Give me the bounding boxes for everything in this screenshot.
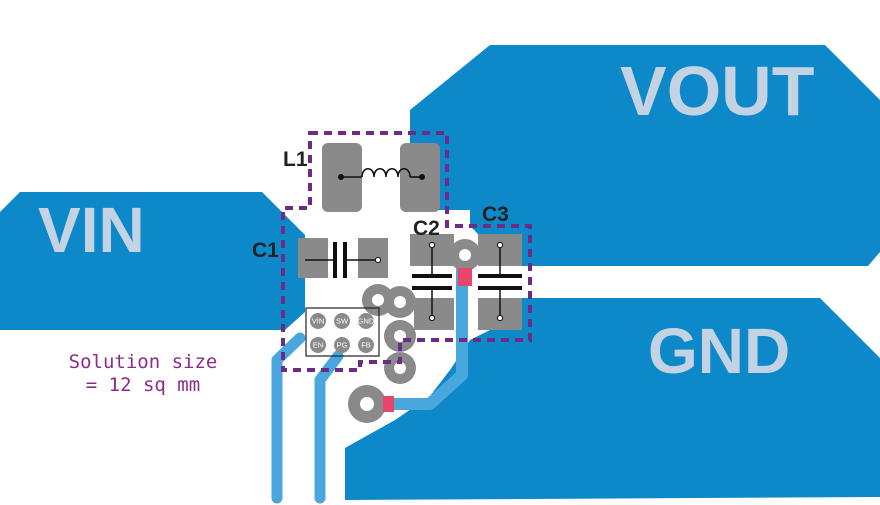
ic-pad-vin bbox=[310, 313, 326, 329]
vout-net-label: VOUT bbox=[620, 52, 814, 130]
c2-ref-label: C2 bbox=[413, 217, 440, 240]
ic-pin-label-gnd: GND bbox=[358, 317, 375, 326]
solution-size-line1: Solution size bbox=[69, 351, 218, 373]
c3-ref-label: C3 bbox=[482, 203, 509, 226]
ic-outline bbox=[305, 307, 380, 357]
c1-ref-label: C1 bbox=[252, 239, 279, 262]
c2-pin-top bbox=[428, 241, 436, 249]
ic-pad-fb bbox=[358, 337, 374, 353]
thermal-mark-c3 bbox=[458, 268, 472, 286]
ic-pin-label-en: EN bbox=[313, 341, 323, 350]
c2-pin-bottom bbox=[428, 314, 436, 322]
ic-pad-en bbox=[310, 337, 326, 353]
en-trace bbox=[271, 332, 306, 504]
c3-pin-top bbox=[496, 241, 504, 249]
inductor-pin-left bbox=[338, 174, 344, 180]
thermal-mark-fb bbox=[383, 396, 394, 412]
ic-footprint: VIN SW GND EN PG FB bbox=[305, 307, 380, 357]
fb-trace bbox=[379, 244, 468, 410]
signal-traces bbox=[271, 244, 468, 504]
c1-pad-left bbox=[298, 238, 328, 278]
solution-size-line2: = 12 sq mm bbox=[86, 374, 200, 396]
c1-pin-right bbox=[374, 256, 382, 264]
gnd-copper-pour bbox=[345, 298, 880, 500]
gnd-net-label: GND bbox=[648, 315, 790, 387]
ic-pin-label-sw: SW bbox=[336, 317, 349, 326]
inductor-pin-right bbox=[419, 174, 425, 180]
vout-copper-pour bbox=[410, 45, 880, 266]
pg-trace bbox=[314, 350, 344, 504]
ic-pad-pg bbox=[334, 337, 350, 353]
c2-pad-bottom bbox=[414, 298, 454, 330]
vin-copper-pour bbox=[0, 192, 305, 330]
c2-capacitor-symbol bbox=[412, 245, 452, 318]
c3-capacitor-symbol bbox=[478, 245, 522, 318]
vias bbox=[348, 239, 481, 423]
ic-pad-sw bbox=[334, 313, 350, 329]
c3-pin-bottom bbox=[496, 314, 504, 322]
solution-area-outline bbox=[281, 131, 532, 372]
ic-pin-label-fb: FB bbox=[361, 341, 371, 350]
ic-pin-label-vin: VIN bbox=[312, 317, 325, 326]
ic-pin-label-pg: PG bbox=[337, 341, 348, 350]
c1-capacitor-symbol bbox=[305, 242, 378, 278]
ic-pad-gnd bbox=[358, 313, 374, 329]
c1-pad-right bbox=[358, 238, 388, 278]
l1-ref-label: L1 bbox=[283, 148, 308, 171]
vin-net-label: VIN bbox=[38, 194, 145, 266]
